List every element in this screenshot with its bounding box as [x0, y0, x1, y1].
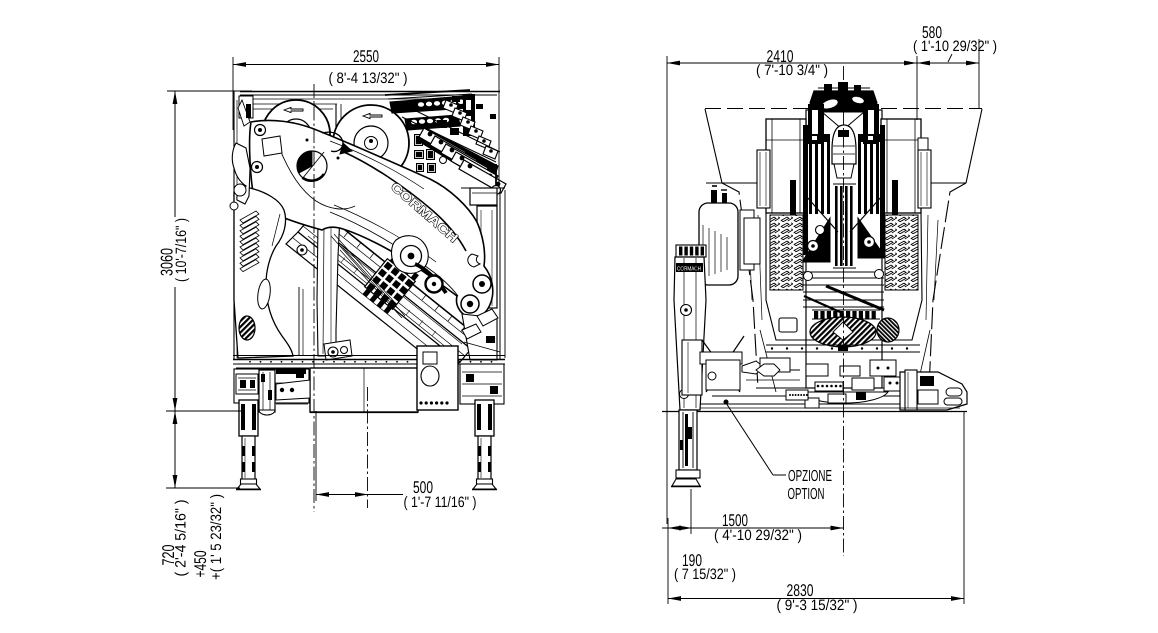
svg-text:1500: 1500 [722, 511, 748, 530]
svg-text:3060: 3060 [158, 248, 177, 276]
svg-text:( 1'-7 11/16" ): ( 1'-7 11/16" ) [404, 494, 477, 511]
svg-text:( 2'-4 5/16" ): ( 2'-4 5/16" ) [173, 500, 190, 577]
svg-text:580: 580 [922, 23, 942, 42]
svg-text:CORMACH: CORMACH [677, 266, 701, 273]
svg-text:( 9'-3 15/32" ): ( 9'-3 15/32" ) [777, 597, 858, 614]
svg-text:2410: 2410 [767, 47, 794, 66]
svg-text:500: 500 [413, 478, 433, 497]
svg-text:720: 720 [159, 545, 178, 566]
svg-text:2830: 2830 [787, 581, 814, 600]
svg-text:( 1'-10 29/32" ): ( 1'-10 29/32" ) [913, 38, 997, 55]
svg-text:2550: 2550 [353, 47, 379, 66]
svg-text:( 7 15/32" ): ( 7 15/32" ) [674, 566, 736, 583]
svg-text:+450: +450 [191, 551, 210, 578]
svg-text:( 8'-4 13/32" ): ( 8'-4 13/32" ) [329, 70, 408, 87]
svg-text:OPTION: OPTION [788, 486, 825, 503]
svg-text:( 7'-10 3/4" ): ( 7'-10 3/4" ) [756, 62, 828, 79]
svg-text:( 4'-10 29/32" ): ( 4'-10 29/32" ) [714, 527, 802, 544]
svg-text:( 10'-7/16" ): ( 10'-7/16" ) [173, 218, 190, 282]
svg-text:OPZIONE: OPZIONE [788, 468, 832, 485]
svg-text:190: 190 [682, 551, 702, 570]
svg-text:+( 1' 5 23/32" ): +( 1' 5 23/32" ) [208, 494, 225, 580]
